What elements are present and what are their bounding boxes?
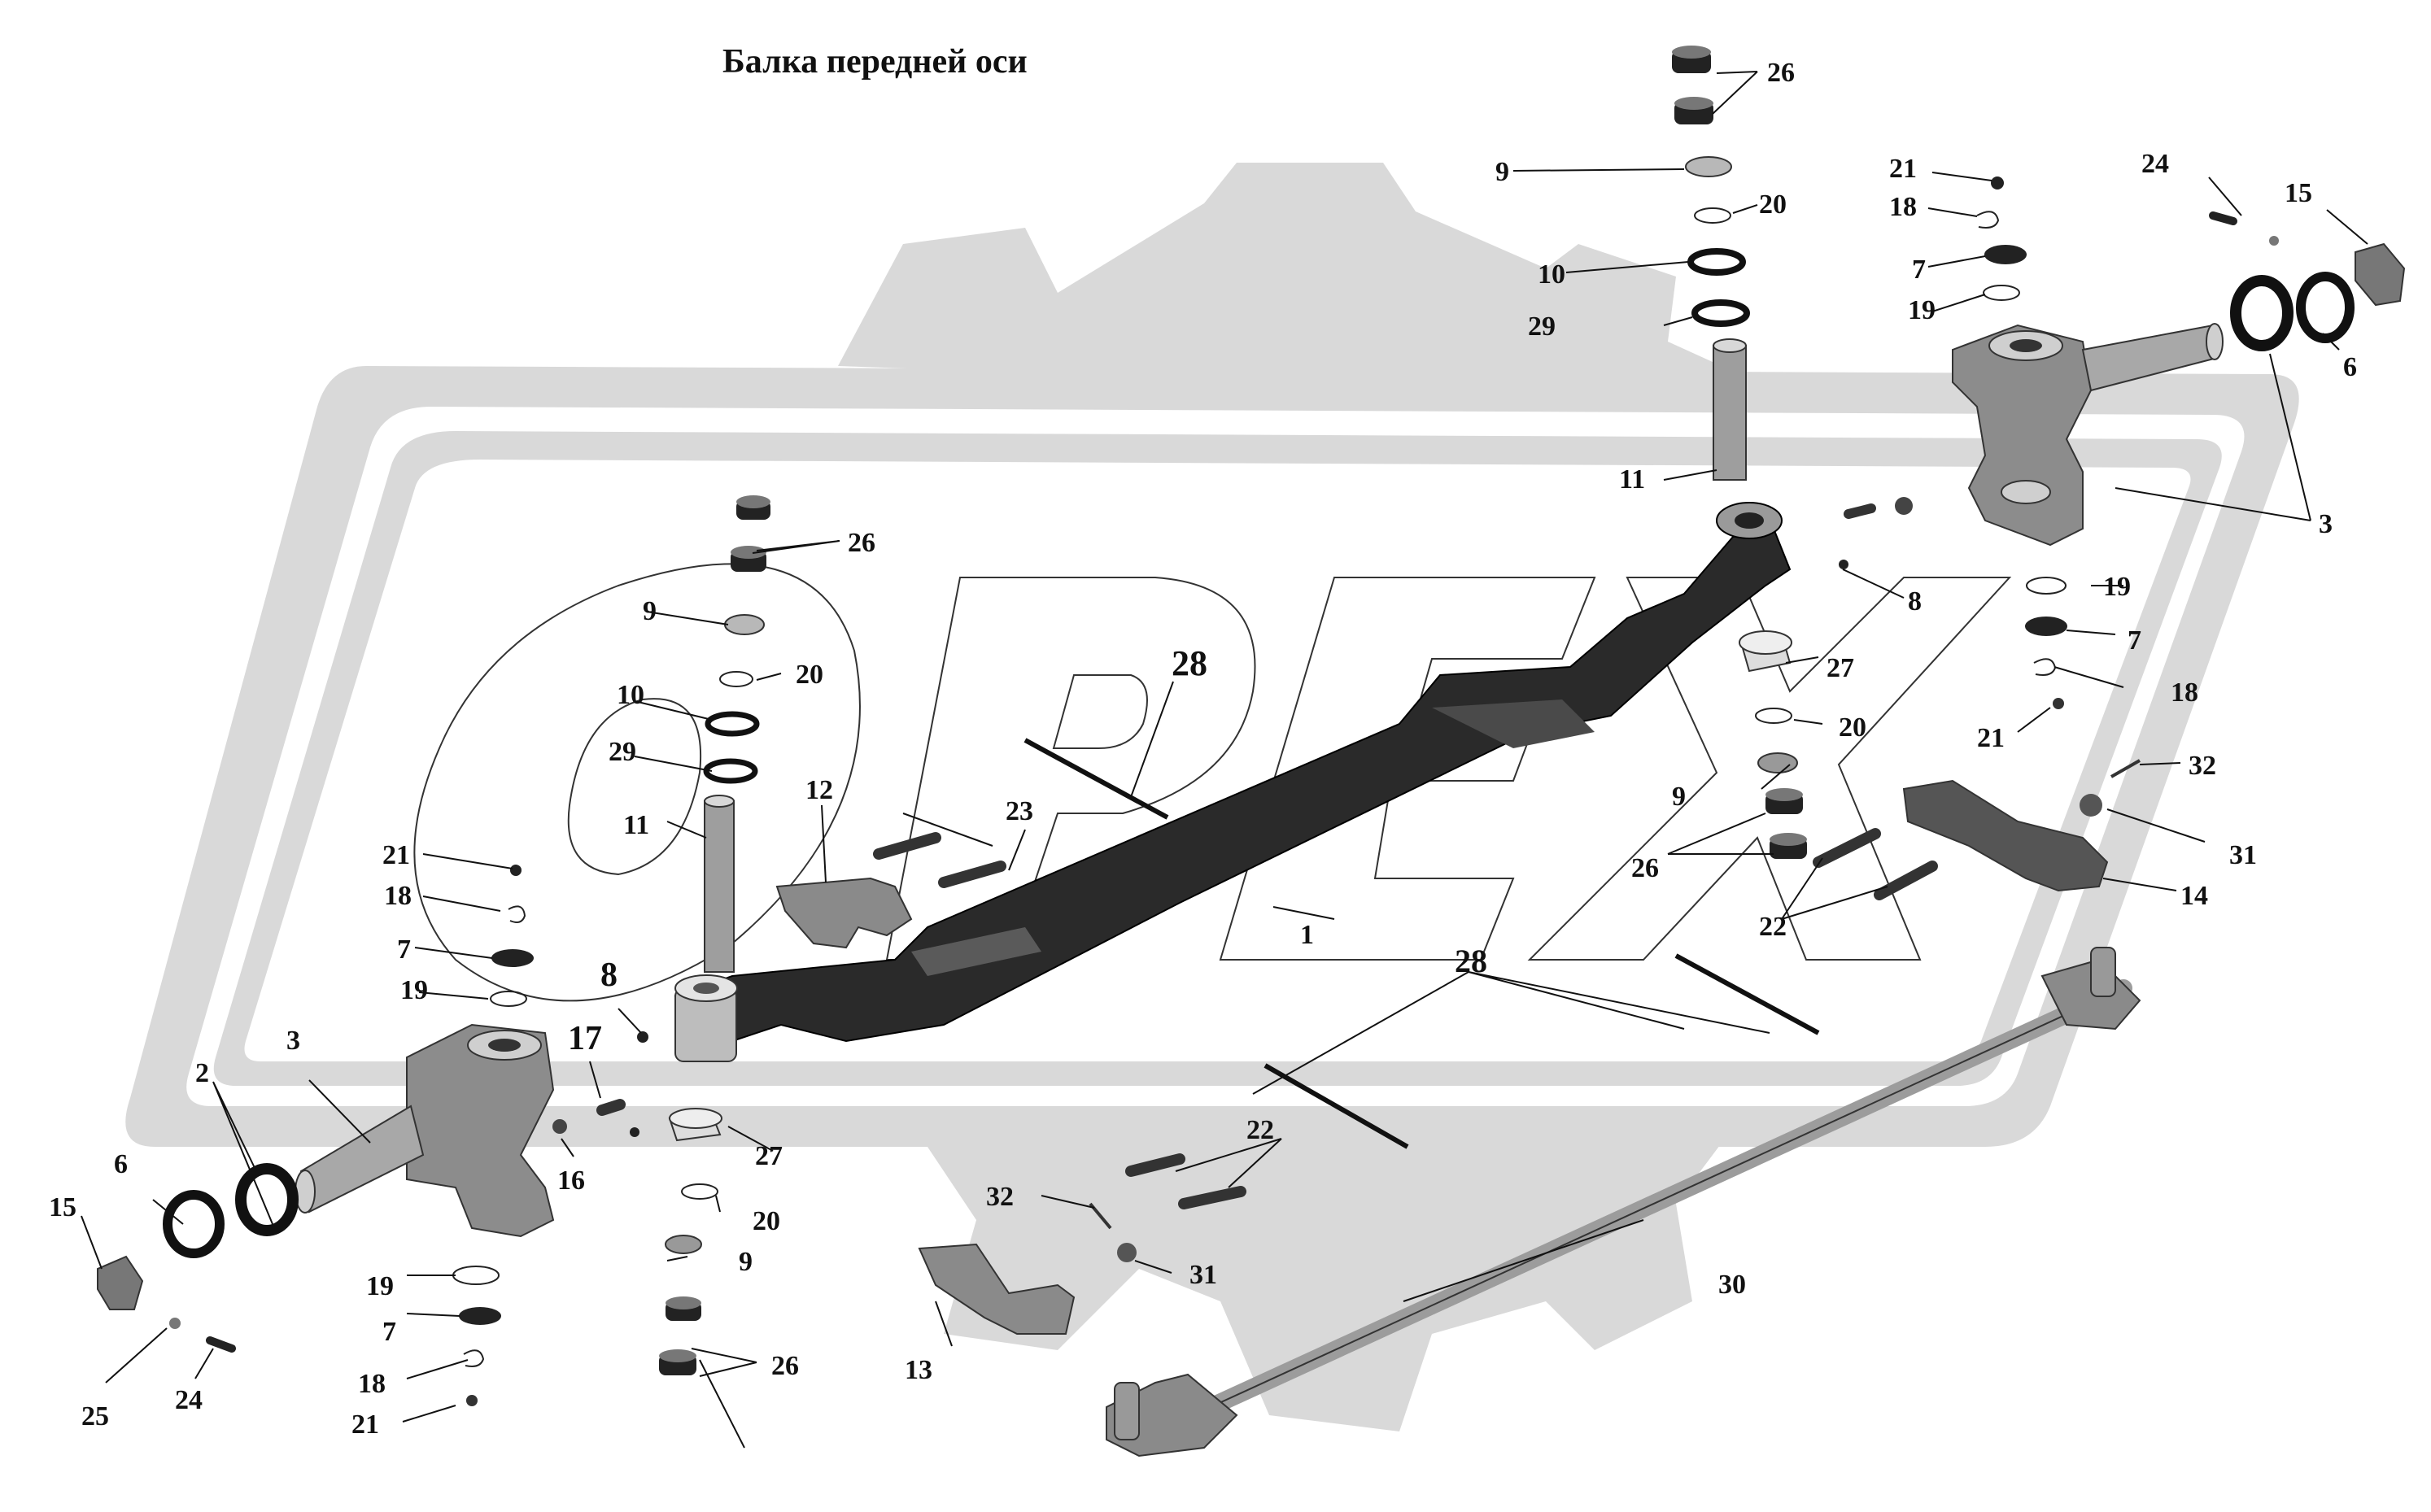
- callout-15-left: 15: [49, 1192, 76, 1222]
- callout-28-bottom: 28: [1455, 943, 1487, 979]
- callout-18-bottom-left: 18: [358, 1369, 386, 1399]
- callout-20-mid-left: 20: [796, 660, 823, 690]
- callout-27-right: 27: [1827, 653, 1854, 683]
- callout-17: 17: [568, 1020, 602, 1057]
- left-pin-stack: [490, 495, 770, 1375]
- callout-27-left: 27: [755, 1141, 783, 1171]
- watermark-frame: [125, 366, 2299, 1147]
- callout-19-mid-left: 19: [400, 975, 428, 1005]
- left-lower-parts: [97, 1163, 501, 1406]
- bracket-bars: [1023, 738, 1820, 1149]
- callout-7-top-right: 7: [1912, 255, 1926, 285]
- right-lower-stack: [1739, 577, 2067, 859]
- callout-20-top-right: 20: [1759, 190, 1787, 220]
- front-axle-beam: [674, 502, 1792, 1062]
- callout-3-right: 3: [2319, 509, 2333, 539]
- callout-19-bottom-left: 19: [366, 1271, 394, 1301]
- callout-7-mid-left: 7: [397, 935, 411, 965]
- callout-30: 30: [1718, 1270, 1746, 1300]
- callout-26-mid-right: 26: [1631, 853, 1659, 883]
- callout-18-top-right: 18: [1889, 192, 1917, 222]
- right-pin-stack: [1672, 46, 2406, 481]
- callout-21-top-right: 21: [1889, 154, 1917, 184]
- callout-13: 13: [905, 1355, 932, 1385]
- callout-19-top-right: 19: [1908, 295, 1936, 325]
- callout-24-right: 24: [2141, 149, 2169, 179]
- callout-6-left: 6: [114, 1149, 128, 1179]
- callout-9-mid-right: 9: [1672, 782, 1686, 812]
- callout-21-bottom-left: 21: [351, 1410, 379, 1440]
- right-steering-knuckle: [1952, 323, 2224, 547]
- left-steering-knuckle: [295, 1023, 555, 1238]
- callout-29-right: 29: [1528, 312, 1556, 342]
- callout-21-mid-left: 21: [382, 840, 410, 870]
- callout-31-left: 31: [1189, 1260, 1217, 1290]
- callout-10-right: 10: [1538, 259, 1565, 290]
- tie-rod: [1106, 947, 2141, 1458]
- callout-16: 16: [557, 1166, 585, 1196]
- callout-9-mid-left: 9: [643, 596, 657, 626]
- callout-25: 25: [81, 1401, 109, 1431]
- callout-23: 23: [1006, 796, 1033, 826]
- callout-29-left: 29: [609, 737, 636, 767]
- callout-31-right: 31: [2229, 840, 2257, 870]
- callout-10-left: 10: [617, 680, 644, 710]
- callout-8-right: 8: [1908, 586, 1922, 617]
- callout-14: 14: [2180, 881, 2208, 911]
- callout-8-left: 8: [600, 956, 618, 994]
- callout-9-bottom-left: 9: [739, 1247, 753, 1277]
- callout-12: 12: [805, 775, 833, 805]
- callout-18-mid-left: 18: [384, 881, 412, 911]
- watermark-letter-o: [413, 563, 861, 1002]
- callout-26-mid-left: 26: [848, 528, 875, 558]
- leader-lines: [81, 71, 2368, 1449]
- callout-32-right: 32: [2189, 751, 2216, 781]
- callout-20-mid-right: 20: [1839, 712, 1866, 743]
- callout-11-right: 11: [1619, 464, 1645, 495]
- callout-22-bottom: 22: [1246, 1115, 1274, 1145]
- callout-26-top-right: 26: [1767, 58, 1795, 88]
- callout-7-bottom-left: 7: [382, 1317, 396, 1347]
- callout-1: 1: [1300, 920, 1314, 950]
- callout-32-left: 32: [986, 1182, 1014, 1212]
- callout-2: 2: [195, 1058, 209, 1088]
- callout-22-right: 22: [1759, 912, 1787, 942]
- callout-7-mid-right: 7: [2128, 625, 2141, 656]
- callout-18-mid-right: 18: [2171, 678, 2198, 708]
- callout-15-right: 15: [2285, 178, 2312, 208]
- callout-6-right: 6: [2343, 352, 2357, 382]
- callout-9-top-right: 9: [1495, 157, 1509, 187]
- callout-20-bottom-left: 20: [753, 1206, 780, 1236]
- callout-24-left: 24: [175, 1385, 203, 1415]
- callout-3-left: 3: [286, 1026, 300, 1056]
- callout-11-left: 11: [623, 810, 649, 840]
- callout-19-mid-right: 19: [2103, 572, 2131, 602]
- diagram-title: Балка передней оси: [722, 43, 1028, 81]
- watermark-gear: [838, 163, 1757, 1431]
- callout-labels: 1 2 3 3 6 6 7 7 7 7 8 8 9 9 9 9 10 10 11…: [49, 58, 2357, 1440]
- callout-26-bottom-left: 26: [771, 1351, 799, 1381]
- steering-arms: [775, 497, 2141, 1335]
- callout-21-mid-right: 21: [1977, 723, 2005, 753]
- callout-28-top: 28: [1172, 643, 1207, 683]
